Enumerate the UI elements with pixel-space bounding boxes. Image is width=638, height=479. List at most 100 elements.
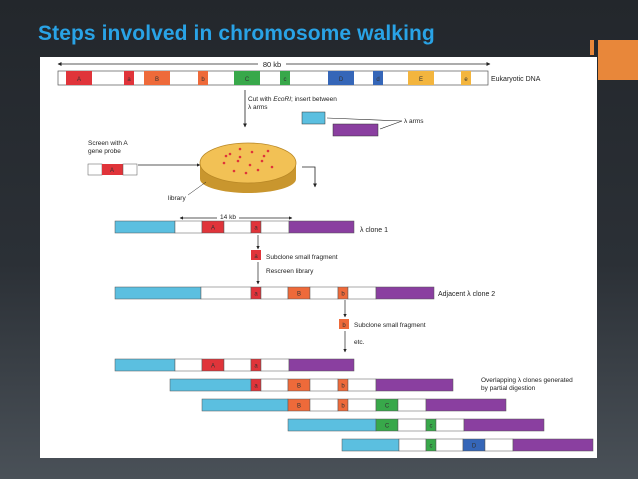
colony <box>238 147 242 151</box>
lambda-arms-label: λ arms <box>404 118 424 125</box>
dna-fragment-label: E <box>419 77 423 83</box>
length-14kb-label: 14 kb <box>220 214 236 221</box>
lambda-arm-left <box>114 358 176 372</box>
colony <box>270 165 274 169</box>
lambda-arm-right <box>332 123 379 137</box>
spacer <box>398 438 427 452</box>
lambda-arm-left <box>201 398 289 412</box>
spacer <box>200 286 252 300</box>
insert-fragment-label: B <box>297 384 301 390</box>
insert-fragment-label: a <box>254 364 258 370</box>
colony <box>256 168 260 172</box>
lambda-arm-right <box>463 418 545 432</box>
dna-fragment-d-lower <box>373 71 383 85</box>
spacer <box>223 220 252 234</box>
lambda-arm-left <box>301 111 326 125</box>
spacer <box>260 220 290 234</box>
dna-fragment-label: D <box>339 77 344 83</box>
colony <box>266 149 270 153</box>
colony <box>244 171 248 175</box>
svg-text:b: b <box>342 323 346 329</box>
insert-fragment-label: A <box>211 226 215 232</box>
length-14kb-indicator: 14 kb <box>179 212 293 222</box>
lambda-arm-left <box>341 438 400 452</box>
slide-title: Steps involved in chromosome walking <box>38 22 435 45</box>
eukaryotic-dna-label: Eukaryotic DNA <box>491 76 541 83</box>
insert-fragment-label: C <box>385 404 390 410</box>
dna-fragment-e-lower <box>461 71 471 85</box>
dna-fragment-label: B <box>155 77 159 83</box>
accent-box <box>598 40 638 80</box>
colony <box>260 159 264 163</box>
insert-fragment-label: A <box>211 364 215 370</box>
cut-step-label: Cut with EcoRI; insert between <box>248 96 337 103</box>
subclone-step-2: b Subclone small fragment etc. <box>339 300 426 353</box>
colony <box>236 159 240 163</box>
dna-fragment-E-upper <box>408 71 434 85</box>
spacer <box>347 398 377 412</box>
colony <box>224 154 228 158</box>
subclone2-label: Subclone small fragment <box>354 322 426 329</box>
spacer <box>260 378 289 392</box>
subclone-step-1: a Subclone small fragment Rescreen libra… <box>251 235 338 285</box>
dna-fragment-b-lower <box>198 71 208 85</box>
spacer <box>174 358 203 372</box>
cut-step-label-line2: λ arms <box>248 104 268 111</box>
lambda-arm-right <box>288 358 355 372</box>
insert-fragment-label: B <box>297 292 301 298</box>
colony <box>222 161 226 165</box>
spacer <box>309 398 339 412</box>
lambda-arm-left <box>287 418 377 432</box>
spacer <box>397 398 427 412</box>
clone2-label: Adjacent λ clone 2 <box>438 291 495 298</box>
lambda-arm-right <box>375 378 454 392</box>
insert-fragment-label: a <box>254 226 258 232</box>
lambda-arms: λ arms <box>301 111 424 137</box>
dna-fragment-A-upper <box>66 71 92 85</box>
insert-fragment-label: b <box>341 292 345 298</box>
colony <box>238 155 242 159</box>
insert-fragment-label: C <box>385 424 390 430</box>
dna-fragment-B-upper <box>144 71 170 85</box>
spacer <box>397 418 427 432</box>
dna-fragment-label: A <box>77 77 81 83</box>
screen-label-line1: Screen with A <box>88 140 128 147</box>
etc-label: etc. <box>354 339 365 346</box>
spacer <box>484 438 514 452</box>
lambda-arm-right <box>425 398 507 412</box>
dna-fragment-label: a <box>127 77 131 83</box>
svg-text:A: A <box>110 168 114 174</box>
svg-text:a: a <box>254 254 258 260</box>
dna-fragment-label: C <box>245 77 250 83</box>
library-plate: library <box>168 142 317 202</box>
length-80kb-indicator: 80 kb <box>57 58 491 69</box>
spacer <box>260 286 289 300</box>
dna-fragment-label: c <box>284 77 287 83</box>
colony <box>248 163 252 167</box>
colony <box>250 150 254 154</box>
insert-fragment-label: a <box>254 292 258 298</box>
colony <box>232 169 236 173</box>
colony <box>228 152 232 156</box>
spacer <box>309 378 339 392</box>
bacterial-colonies <box>222 147 274 175</box>
insert-fragment-label: b <box>341 404 345 410</box>
overlap-label-line1: Overlapping λ clones generated <box>481 377 573 384</box>
dna-fragment-c-lower <box>280 71 290 85</box>
dna-fragment-label: e <box>464 77 468 83</box>
probe-fragment-A <box>102 164 123 175</box>
spacer <box>174 220 203 234</box>
lambda-arm-right <box>512 438 594 452</box>
spacer <box>223 358 252 372</box>
spacer <box>347 378 377 392</box>
dna-fragment-label: d <box>376 77 379 83</box>
